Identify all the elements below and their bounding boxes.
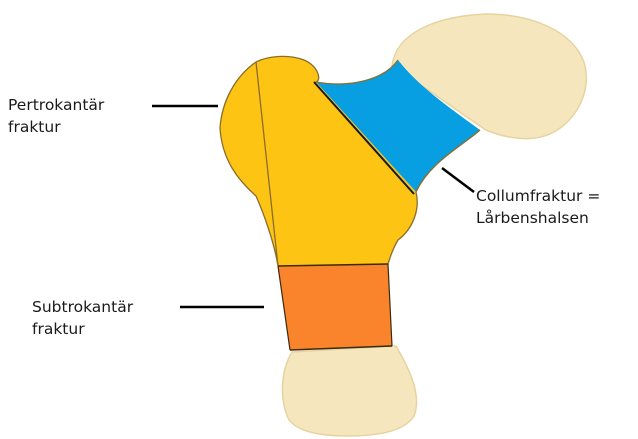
collum-label: Collumfraktur = Lårbenshalsen	[476, 185, 600, 229]
subtrokantar-label-line2: fraktur	[32, 318, 133, 340]
femoral-shaft-bottom	[282, 346, 416, 436]
collum-leader	[442, 168, 474, 192]
subtrokantar-label-line1: Subtrokantär	[32, 296, 133, 318]
pertrokantar-label-line2: fraktur	[8, 116, 104, 138]
subtrokantar-zone	[278, 264, 392, 350]
collum-label-line1: Collumfraktur =	[476, 185, 600, 207]
pertrokantar-label: Pertrokantär fraktur	[8, 94, 104, 138]
collum-label-line2: Lårbenshalsen	[476, 207, 600, 229]
pertrokantar-label-line1: Pertrokantär	[8, 94, 104, 116]
subtrokantar-label: Subtrokantär fraktur	[32, 296, 133, 340]
